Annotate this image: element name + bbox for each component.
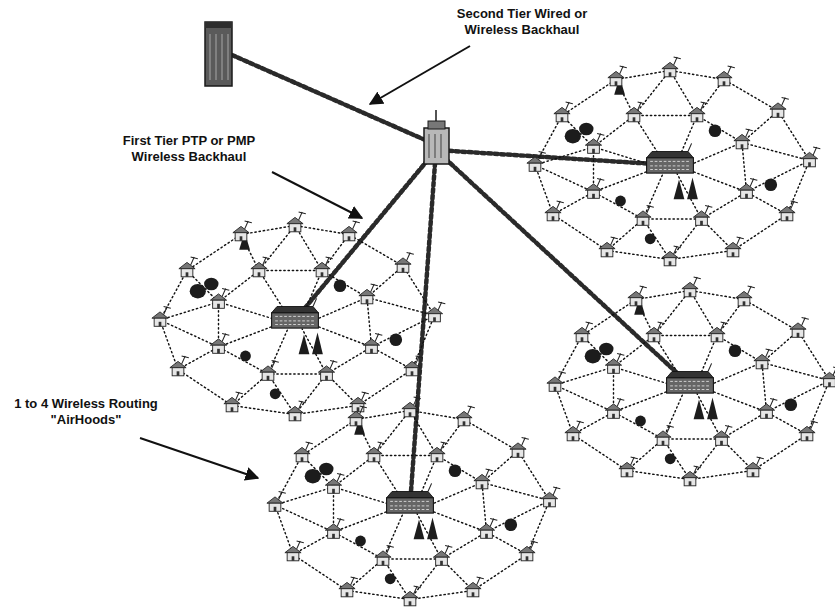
leader-arrow (370, 46, 470, 104)
backhaul-links (232, 55, 690, 505)
core-server (205, 22, 232, 86)
leader-arrow (140, 438, 258, 478)
first-tier-link (436, 150, 670, 165)
callout-label: 1 to 4 Wireless Routing "AirHoods" (2, 396, 170, 428)
first-tier-link (436, 150, 690, 385)
airhood-cluster (547, 277, 835, 486)
leader-arrows (140, 46, 470, 478)
airhood-cluster (152, 212, 445, 421)
airhood-cluster (527, 57, 820, 266)
hub-building (424, 110, 449, 164)
callout-label: Second Tier Wired or Wireless Backhaul (438, 6, 606, 38)
second-tier-link (232, 55, 432, 143)
leader-arrow (272, 172, 362, 218)
airhood-cluster (267, 397, 560, 606)
callout-label: First Tier PTP or PMP Wireless Backhaul (100, 133, 278, 165)
